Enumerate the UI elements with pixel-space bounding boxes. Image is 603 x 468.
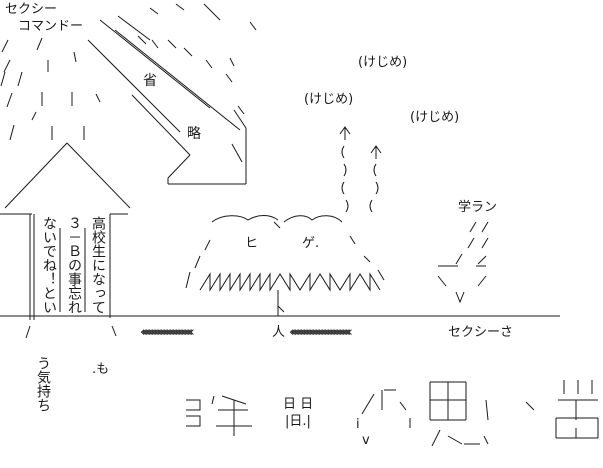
below-sign-mo: .も xyxy=(92,362,110,377)
ground-marks-right: ‹‹‹‹‹‹‹‹‹‹‹‹‹‹‹‹‹‹‹‹‹‹‹‹‹‹‹‹‹‹‹‹‹‹‹‹‹‹‹‹ xyxy=(289,325,353,340)
title-line-2: コマンドー xyxy=(18,19,84,34)
ground-marks-left: ‹‹‹‹‹‹‹‹‹‹‹‹‹‹‹‹‹‹‹‹‹‹‹‹‹‹‹‹‹‹‹‹‹‹ xyxy=(140,325,195,340)
bottom-mark-i: i xyxy=(356,417,360,432)
bottom-hi-small: |日.| xyxy=(285,414,311,429)
below-sign-column-left: う気持ち xyxy=(35,356,51,412)
bush-text-hi: ヒ xyxy=(245,236,259,251)
kejime-annotation-3: (けじめ) xyxy=(410,110,460,125)
sign-column-middle: ３－Ｂの事忘れ xyxy=(66,216,82,314)
bottom-mark-v: v xyxy=(362,433,370,448)
diagonal-word-1: 省 xyxy=(143,73,157,89)
sign-column-right: 高校生になって xyxy=(90,216,106,314)
bottom-hi-hi: 日 日 xyxy=(283,397,314,412)
sign-column-left: ないでね！とい xyxy=(41,216,57,314)
title-line-1: セクシー xyxy=(5,2,58,17)
gakuran-label: 学ラン xyxy=(458,200,498,215)
diagonal-word-2: 略 xyxy=(187,126,201,142)
kejime-annotation-2: (けじめ) xyxy=(304,92,354,107)
kejime-annotation-1: (けじめ) xyxy=(358,55,408,70)
ground-hito: 人 xyxy=(272,325,286,340)
bush-text-ge: ゲ. xyxy=(302,236,320,251)
ground-sexysa: セクシーさ xyxy=(448,325,514,340)
